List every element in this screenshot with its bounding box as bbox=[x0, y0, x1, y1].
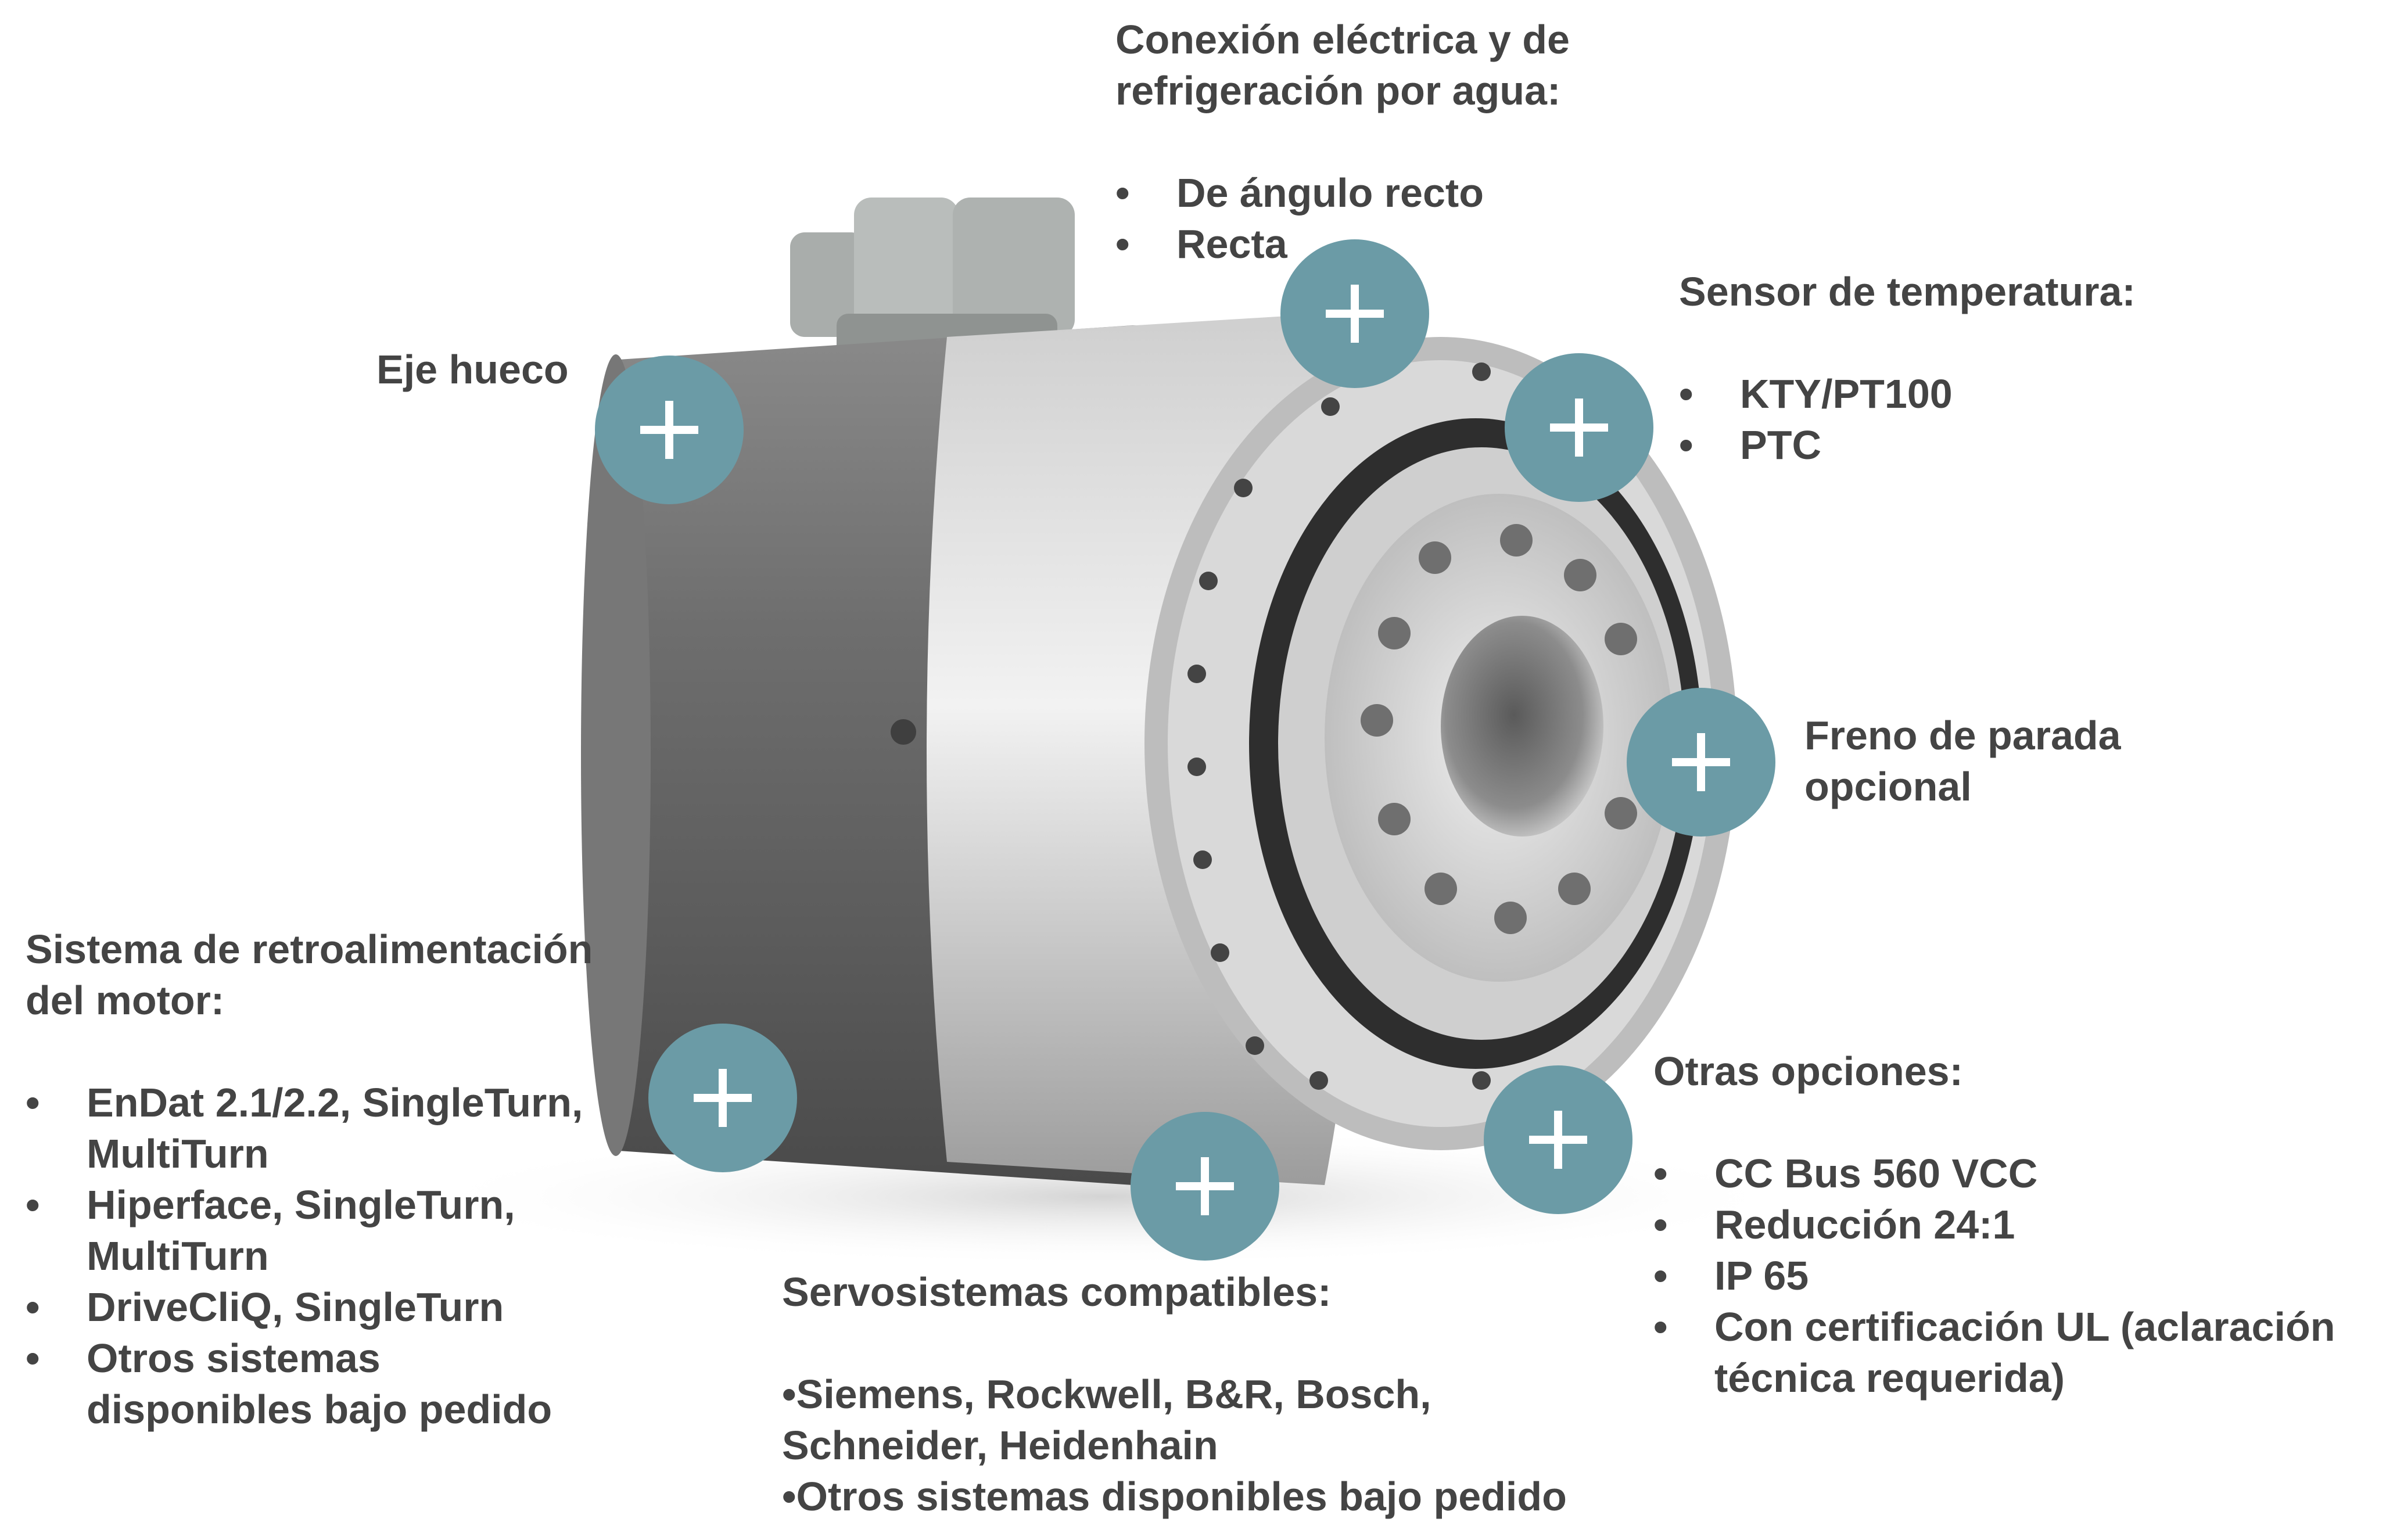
hotspot-servo-button[interactable] bbox=[1131, 1112, 1279, 1261]
list-item: IP 65 bbox=[1653, 1250, 2335, 1301]
list-item: CC Bus 560 VCC bbox=[1653, 1148, 2335, 1199]
list-item-line: MultiTurn bbox=[87, 1131, 269, 1176]
callout-retro-list: EnDat 2.1/2.2, SingleTurn, MultiTurn Hip… bbox=[26, 1077, 593, 1435]
hotspot-retro-button[interactable] bbox=[648, 1024, 797, 1172]
list-item-line: Reducción 24:1 bbox=[1714, 1202, 2015, 1247]
list-item: KTY/PT100 bbox=[1679, 368, 2136, 419]
list-item-line: MultiTurn bbox=[87, 1233, 269, 1279]
list-item-line: técnica requerida) bbox=[1714, 1355, 2065, 1401]
callout-retro-title-2: del motor: bbox=[26, 978, 225, 1023]
list-item: Otros sistemas disponibles bajo pedido bbox=[26, 1333, 593, 1435]
callout-servo-line: •Otros sistemas disponibles bajo pedido bbox=[782, 1474, 1567, 1519]
callout-conexion: Conexión eléctrica y de refrigeración po… bbox=[1115, 14, 1570, 270]
list-item: EnDat 2.1/2.2, SingleTurn, MultiTurn bbox=[26, 1077, 593, 1179]
callout-servo: Servosistemas compatibles: •Siemens, Roc… bbox=[782, 1266, 1567, 1522]
callout-conexion-title-2: refrigeración por agua: bbox=[1115, 68, 1561, 113]
hotspot-freno-button[interactable] bbox=[1627, 688, 1775, 837]
list-item: DriveCliQ, SingleTurn bbox=[26, 1281, 593, 1333]
list-item-line: Hiperface, SingleTurn, bbox=[87, 1182, 515, 1227]
callout-conexion-list: De ángulo recto Recta bbox=[1115, 167, 1570, 270]
callout-eje: Eje hueco bbox=[376, 344, 569, 395]
callout-otras-list: CC Bus 560 VCC Reducción 24:1 IP 65 Con … bbox=[1653, 1148, 2335, 1403]
callout-servo-line: Schneider, Heidenhain bbox=[782, 1423, 1218, 1468]
list-item: Con certificación UL (aclaración técnica… bbox=[1653, 1301, 2335, 1403]
callout-sensor-list: KTY/PT100 PTC bbox=[1679, 368, 2136, 471]
plus-icon bbox=[1326, 285, 1384, 343]
callout-freno: Freno de parada opcional bbox=[1804, 710, 2121, 812]
list-item: Recta bbox=[1115, 218, 1570, 270]
plus-icon bbox=[640, 401, 698, 459]
callout-otras-title: Otras opciones: bbox=[1653, 1049, 1963, 1094]
list-item-line: IP 65 bbox=[1714, 1253, 1809, 1298]
plus-icon bbox=[1672, 733, 1730, 791]
callout-servo-title: Servosistemas compatibles: bbox=[782, 1269, 1332, 1315]
list-item: Reducción 24:1 bbox=[1653, 1199, 2335, 1250]
callout-sensor-title: Sensor de temperatura: bbox=[1679, 269, 2136, 314]
plus-icon bbox=[694, 1069, 752, 1127]
callout-eje-title: Eje hueco bbox=[376, 347, 569, 392]
hotspot-conexion-button[interactable] bbox=[1280, 239, 1429, 388]
plus-icon bbox=[1550, 399, 1608, 457]
callout-retro-title-1: Sistema de retroalimentación bbox=[26, 927, 593, 972]
plus-icon bbox=[1176, 1157, 1234, 1215]
list-item-line: Otros sistemas bbox=[87, 1336, 381, 1381]
list-item-line: Con certificación UL (aclaración bbox=[1714, 1304, 2335, 1349]
callout-retro: Sistema de retroalimentación del motor: … bbox=[26, 924, 593, 1435]
list-item: De ángulo recto bbox=[1115, 167, 1570, 218]
list-item-line: EnDat 2.1/2.2, SingleTurn, bbox=[87, 1080, 583, 1125]
callout-freno-title-2: opcional bbox=[1804, 764, 1972, 809]
callout-freno-title-1: Freno de parada bbox=[1804, 713, 2121, 758]
callout-servo-line: •Siemens, Rockwell, B&R, Bosch, bbox=[782, 1372, 1431, 1417]
hotspot-otras-button[interactable] bbox=[1484, 1065, 1632, 1214]
callout-otras: Otras opciones: CC Bus 560 VCC Reducción… bbox=[1653, 1046, 2335, 1403]
callout-conexion-title-1: Conexión eléctrica y de bbox=[1115, 17, 1570, 62]
connector-icon bbox=[790, 198, 1075, 366]
list-item-line: CC Bus 560 VCC bbox=[1714, 1151, 2038, 1196]
list-item-line: disponibles bajo pedido bbox=[87, 1387, 552, 1432]
hotspot-sensor-button[interactable] bbox=[1505, 353, 1653, 502]
list-item: PTC bbox=[1679, 419, 2136, 471]
list-item: Hiperface, SingleTurn, MultiTurn bbox=[26, 1179, 593, 1281]
plus-icon bbox=[1529, 1111, 1587, 1169]
hotspot-eje-button[interactable] bbox=[595, 356, 744, 504]
list-item-line: DriveCliQ, SingleTurn bbox=[87, 1284, 504, 1330]
callout-sensor: Sensor de temperatura: KTY/PT100 PTC bbox=[1679, 266, 2136, 471]
